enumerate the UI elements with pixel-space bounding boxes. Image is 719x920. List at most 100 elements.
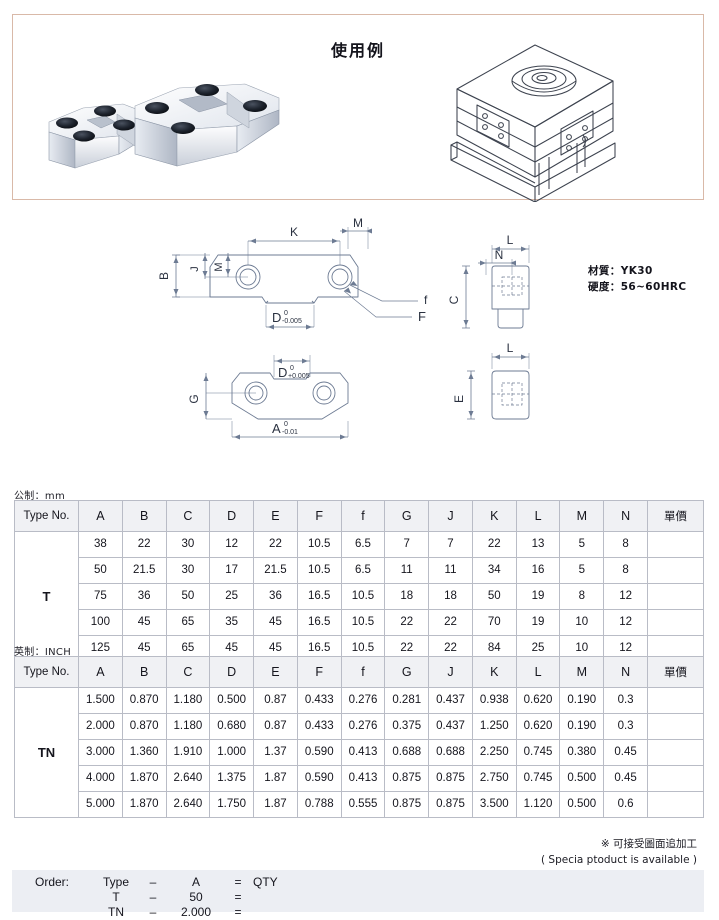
cell-A: 50 xyxy=(78,557,123,584)
cell-J: 0.875 xyxy=(428,765,473,792)
drawing-svg: B J M K M f F D 0 -0.005 G D 0 +0.005 A … xyxy=(157,216,530,440)
unit-price-cell xyxy=(647,531,704,558)
col-header-G: G xyxy=(384,500,430,532)
cell-F: 0.590 xyxy=(296,765,342,792)
cell-E: 0.87 xyxy=(253,713,298,740)
cell-B: 1.870 xyxy=(121,765,167,792)
usage-example-panel: 使用例 xyxy=(12,14,704,202)
cell-M: 0.190 xyxy=(559,687,605,714)
order-row: Order:Type–A=QTY xyxy=(32,875,296,890)
cell-N: 0.45 xyxy=(603,765,648,792)
cell-L: 0.620 xyxy=(515,713,561,740)
cell-L: 19 xyxy=(515,583,561,610)
cell-D: 0.680 xyxy=(209,713,255,740)
col-header-N: N xyxy=(603,500,648,532)
label-A-tol-upper: 0 xyxy=(284,421,288,428)
cell-B: 0.870 xyxy=(121,713,167,740)
unit-price-cell xyxy=(647,791,704,818)
col-header-A: A xyxy=(78,656,123,688)
cell-B: 36 xyxy=(121,583,167,610)
cell-N: 8 xyxy=(603,531,648,558)
cell-D: 0.500 xyxy=(209,687,255,714)
cell-F: 0.433 xyxy=(296,713,342,740)
cell-G: 0.281 xyxy=(384,687,430,714)
cell-f: 0.276 xyxy=(340,687,386,714)
cell-A: 38 xyxy=(78,531,123,558)
label-G: G xyxy=(187,394,201,403)
unit-price-cell xyxy=(647,583,704,610)
cell-C: 1.910 xyxy=(165,739,211,766)
order-value: 2.000 xyxy=(180,905,212,919)
cell-D: 17 xyxy=(209,557,255,584)
cell-E: 0.87 xyxy=(253,687,298,714)
mold-base-illustration xyxy=(450,44,616,202)
cell-B: 45 xyxy=(121,609,167,636)
cell-E: 1.87 xyxy=(253,791,298,818)
cell-B: 1.870 xyxy=(121,791,167,818)
cell-C: 65 xyxy=(165,609,211,636)
label-L-bottom: L xyxy=(507,341,514,355)
cell-N: 0.3 xyxy=(603,713,648,740)
label-D-front: D xyxy=(272,310,281,325)
cell-M: 0.190 xyxy=(559,713,605,740)
cell-G: 7 xyxy=(384,531,430,558)
cell-K: 50 xyxy=(471,583,517,610)
type-designation-cell: TN xyxy=(14,687,79,818)
label-K: K xyxy=(290,225,298,239)
order-value: A xyxy=(191,875,200,889)
label-D-bottom-tol-upper: 0 xyxy=(290,365,294,372)
col-header-G: G xyxy=(384,656,430,688)
label-D-front-tol-lower: -0.005 xyxy=(282,318,302,325)
material-line: 材質：YK30 xyxy=(588,265,653,277)
cell-f: 0.413 xyxy=(340,739,386,766)
cell-F: 16.5 xyxy=(296,583,342,610)
cell-f: 6.5 xyxy=(340,557,386,584)
cell-J: 7 xyxy=(428,531,473,558)
cell-K: 70 xyxy=(471,609,517,636)
label-D-front-tol-upper: 0 xyxy=(284,310,288,317)
locating-blocks-illustration xyxy=(48,83,280,169)
cell-G: 11 xyxy=(384,557,430,584)
label-C: C xyxy=(447,295,461,304)
cell-J: 0.875 xyxy=(428,791,473,818)
order-equals: = xyxy=(234,875,242,889)
cell-C: 2.640 xyxy=(165,765,211,792)
col-header-unit-price: 單價 xyxy=(647,500,704,532)
col-header-L: L xyxy=(515,656,561,688)
cell-C: 1.180 xyxy=(165,687,211,714)
col-header-C: C xyxy=(165,500,211,532)
cell-N: 0.3 xyxy=(603,687,648,714)
col-header-M: M xyxy=(559,500,605,532)
label-E: E xyxy=(452,395,466,403)
label-B: B xyxy=(157,272,171,280)
col-header-N: N xyxy=(603,656,648,688)
cell-M: 5 xyxy=(559,557,605,584)
order-equals: = xyxy=(234,905,242,919)
cell-K: 34 xyxy=(471,557,517,584)
cell-G: 0.375 xyxy=(384,713,430,740)
cell-A: 75 xyxy=(78,583,123,610)
footnote-line-2: ( Specia ptoduct is available ) xyxy=(541,854,697,866)
order-dash: – xyxy=(149,890,157,904)
cell-f: 0.413 xyxy=(340,765,386,792)
cell-K: 2.250 xyxy=(471,739,517,766)
unit-price-cell xyxy=(647,557,704,584)
cell-M: 0.500 xyxy=(559,791,605,818)
order-dash: – xyxy=(149,905,157,919)
cell-L: 13 xyxy=(515,531,561,558)
label-M-top: M xyxy=(353,216,363,230)
cell-D: 1.375 xyxy=(209,765,255,792)
cell-E: 45 xyxy=(253,609,298,636)
